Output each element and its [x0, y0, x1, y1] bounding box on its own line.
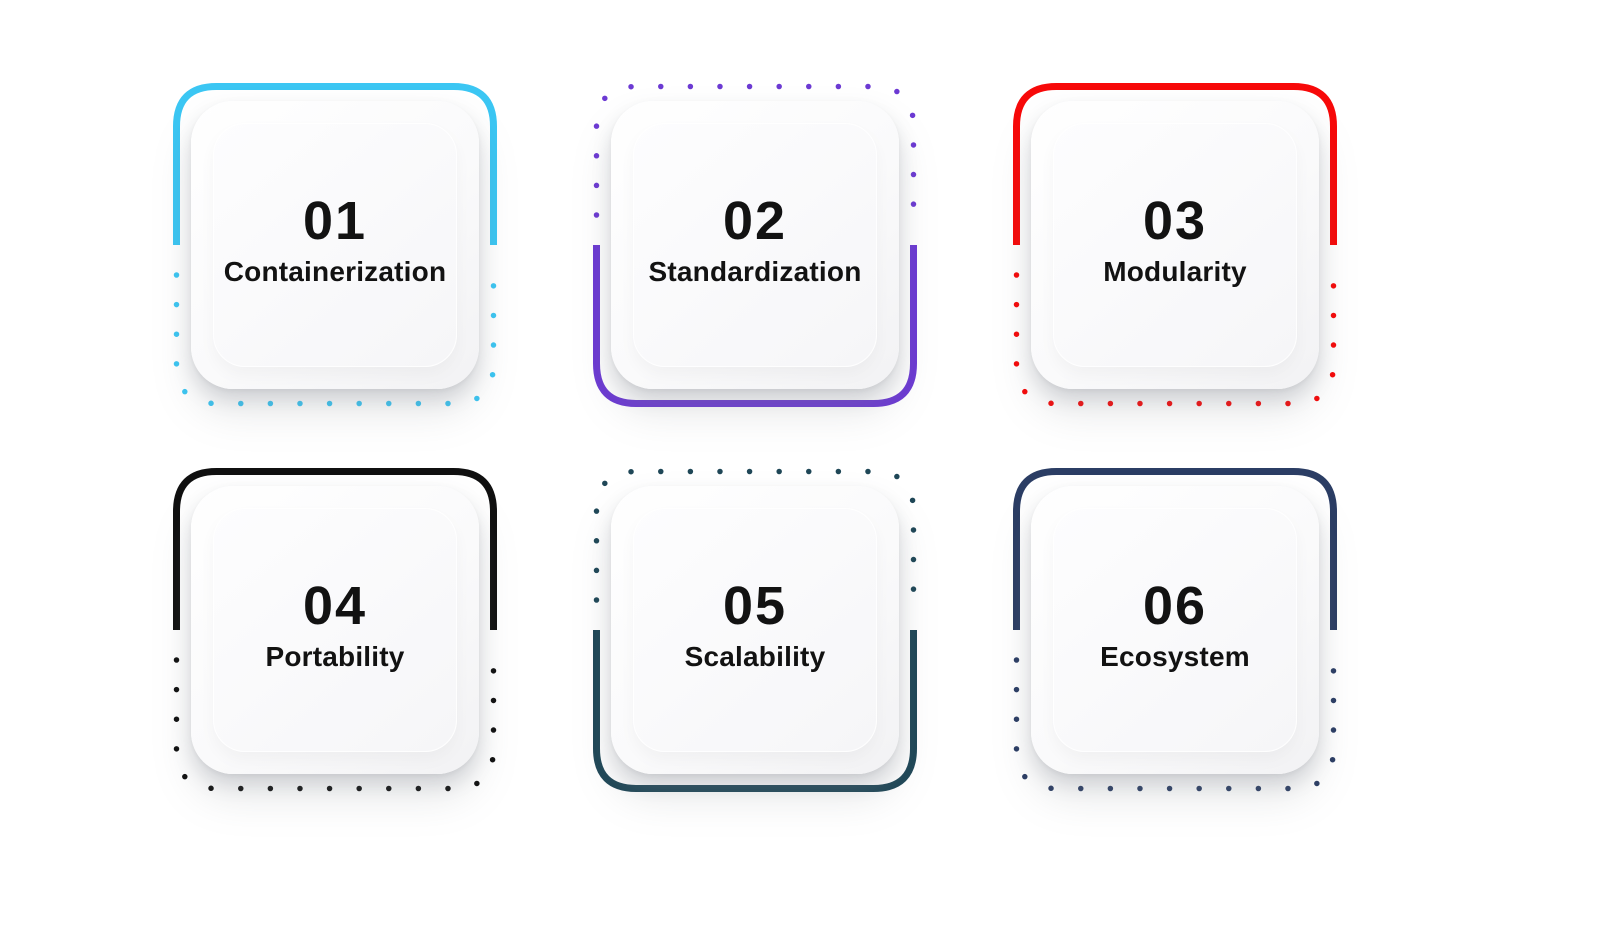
solid-border-arc	[593, 630, 917, 792]
card-inner-panel	[633, 123, 877, 367]
card-inner-panel	[1053, 508, 1297, 752]
card-border-frame	[593, 83, 917, 407]
card-surface: 01 Containerization	[191, 101, 479, 389]
card-inner-panel	[213, 123, 457, 367]
card-ecosystem: 06 Ecosystem	[1013, 468, 1337, 792]
card-containerization: 01 Containerization	[173, 83, 497, 407]
card-surface: 06 Ecosystem	[1031, 486, 1319, 774]
card-label: Standardization	[648, 256, 862, 288]
card-number: 03	[1142, 191, 1208, 252]
card-scalability: 05 Scalability	[593, 468, 917, 792]
card-inner-panel	[213, 508, 457, 752]
card-content: 04 Portability	[265, 579, 404, 673]
card-label: Modularity	[1103, 256, 1247, 288]
card-content: 01 Containerization	[224, 194, 447, 288]
card-inner-panel	[633, 508, 877, 752]
card-standardization: 02 Standardization	[593, 83, 917, 407]
card-label: Containerization	[223, 256, 447, 288]
card-surface: 02 Standardization	[611, 101, 899, 389]
card-label: Portability	[265, 641, 405, 673]
card-label: Ecosystem	[1100, 641, 1250, 673]
solid-border-arc	[1013, 468, 1337, 630]
card-border-frame	[1013, 468, 1337, 792]
card-border-frame	[173, 83, 497, 407]
card-content: 02 Standardization	[648, 194, 861, 288]
card-border-frame	[593, 468, 917, 792]
card-border-frame	[1013, 83, 1337, 407]
card-number: 06	[1142, 576, 1208, 637]
card-surface: 05 Scalability	[611, 486, 899, 774]
card-content: 03 Modularity	[1103, 194, 1247, 288]
card-number: 04	[302, 576, 368, 637]
card-portability: 04 Portability	[173, 468, 497, 792]
card-content: 05 Scalability	[685, 579, 826, 673]
solid-border-arc	[1013, 83, 1337, 245]
solid-border-arc	[173, 83, 497, 245]
card-number: 02	[722, 191, 788, 252]
card-inner-panel	[1053, 123, 1297, 367]
solid-border-arc	[593, 245, 917, 407]
card-label: Scalability	[684, 641, 826, 673]
card-content: 06 Ecosystem	[1100, 579, 1250, 673]
card-surface: 03 Modularity	[1031, 101, 1319, 389]
card-number: 01	[302, 191, 368, 252]
card-surface: 04 Portability	[191, 486, 479, 774]
solid-border-arc	[173, 468, 497, 630]
card-number: 05	[722, 576, 788, 637]
card-modularity: 03 Modularity	[1013, 83, 1337, 407]
infographic-grid: 01 Containerization 02 Standardization	[173, 83, 1337, 792]
card-border-frame	[173, 468, 497, 792]
